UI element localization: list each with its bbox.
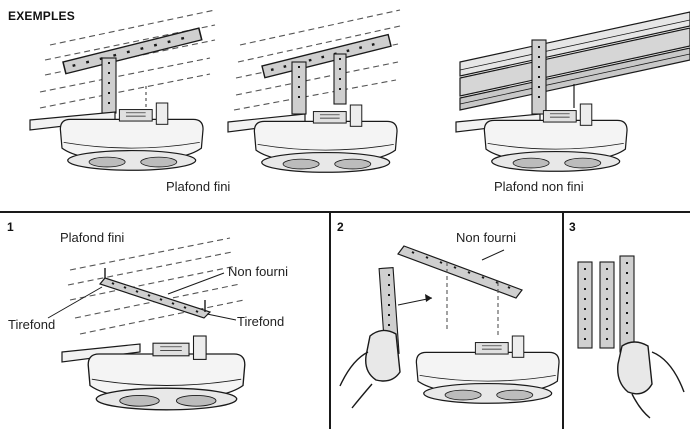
example-unfinished-ceiling — [455, 11, 690, 172]
panel-2-drawing — [339, 245, 560, 409]
finished-ceiling-label: Plafond fini — [166, 179, 231, 194]
unfinished-ceiling-label: Plafond non fini — [494, 179, 584, 194]
step-number-2: 2 — [337, 220, 344, 234]
panel1-bracket-label: Non fourni — [228, 264, 288, 279]
panel2-bracket-label: Non fourni — [456, 230, 516, 245]
panel1-lag-screw-left-label: Tirefond — [8, 317, 56, 332]
panel1-ceiling-label: Plafond fini — [60, 230, 125, 245]
step-number-3: 3 — [569, 220, 576, 234]
example-finished-ceiling-b — [227, 9, 401, 173]
panel1-lag-screw-right-label: Tirefond — [237, 314, 285, 329]
example-finished-ceiling-a — [29, 9, 216, 171]
panel-3-drawing — [577, 255, 685, 419]
page-title: EXEMPLES — [8, 9, 75, 23]
panel-1-drawing — [47, 237, 246, 411]
step-number-1: 1 — [7, 220, 14, 234]
